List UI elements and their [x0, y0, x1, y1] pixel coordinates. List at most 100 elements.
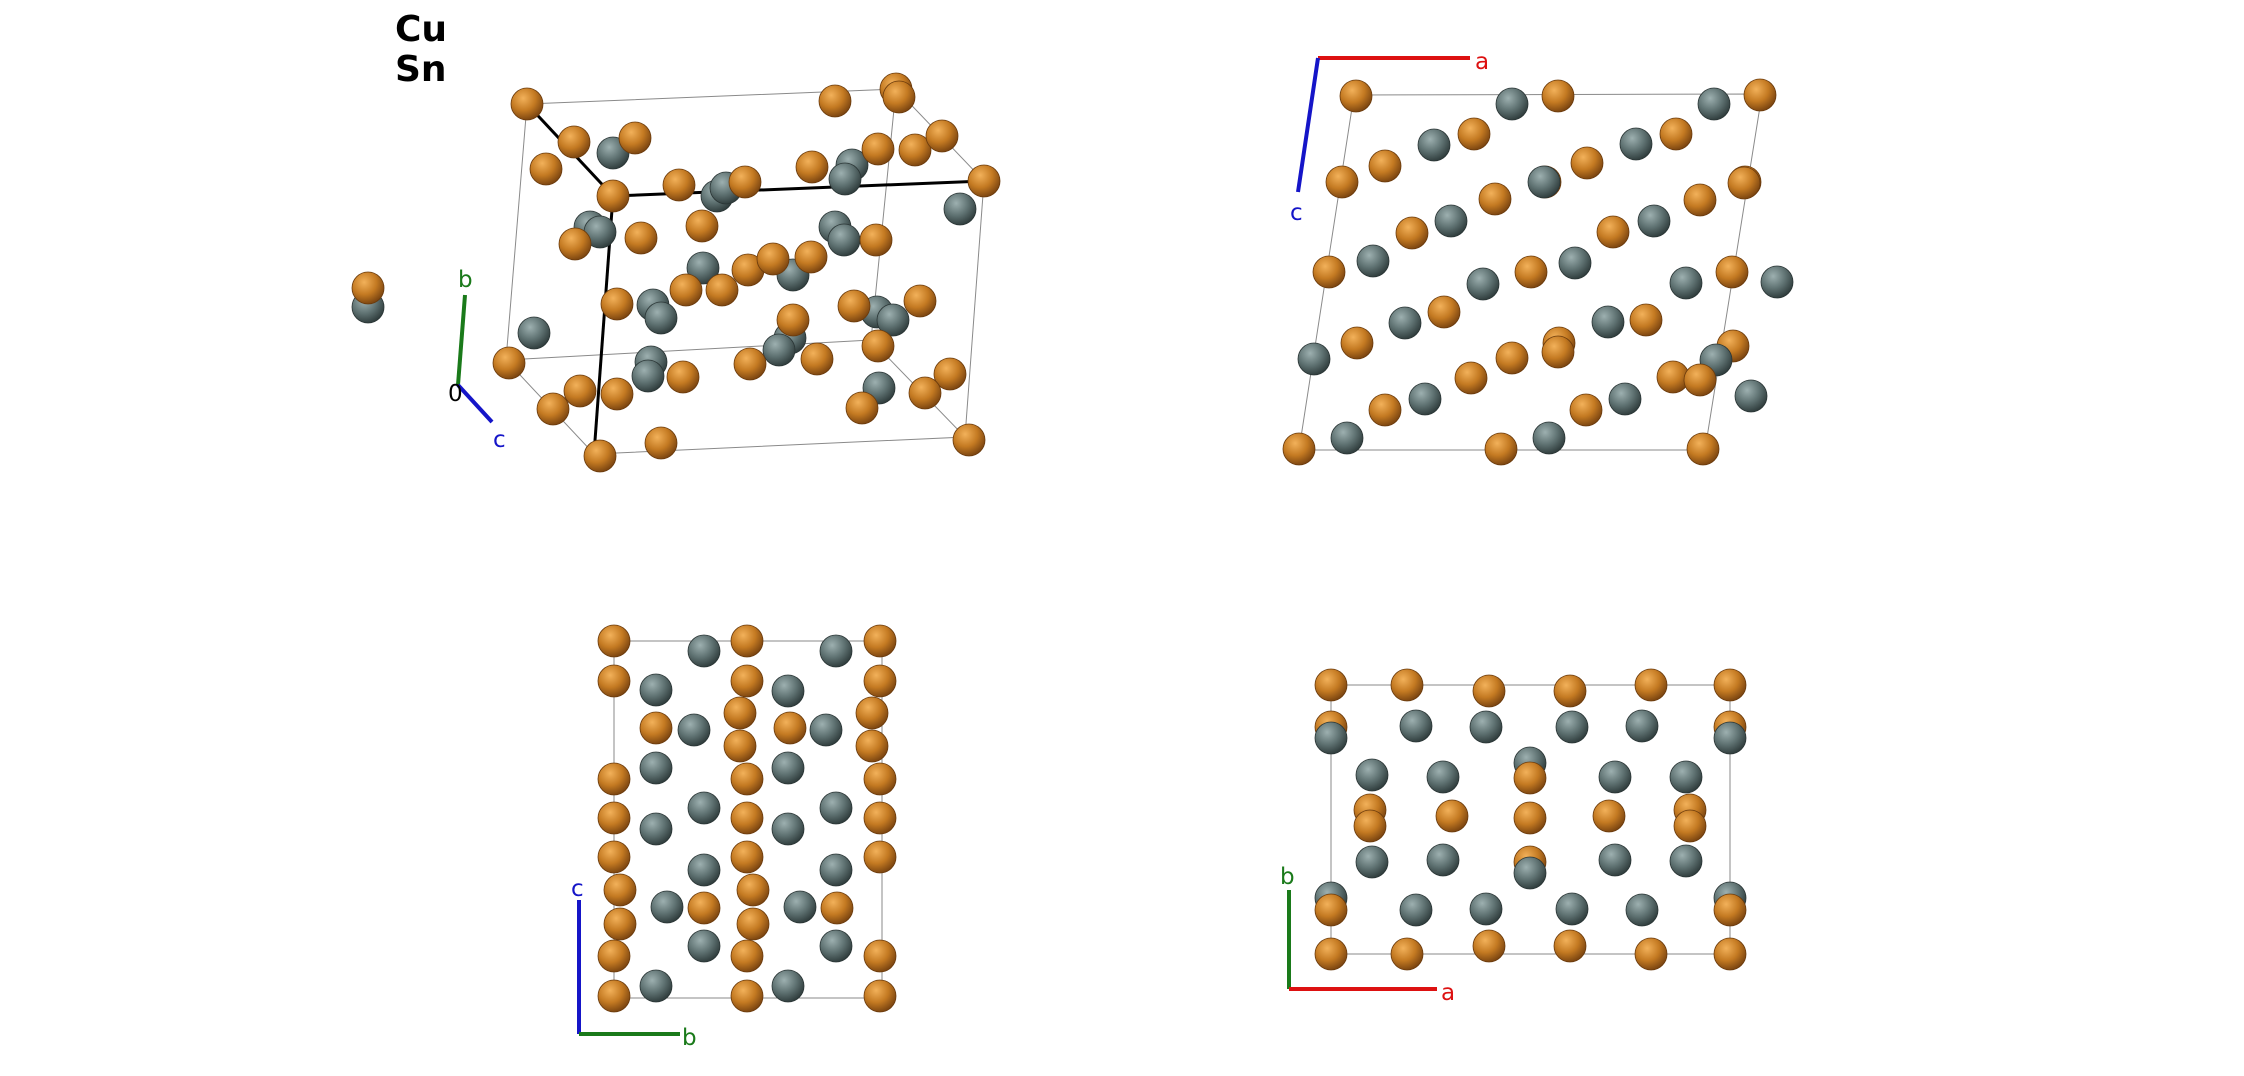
cu-atom [597, 664, 631, 698]
cu-atom [1395, 216, 1429, 250]
cu-atom [492, 346, 526, 380]
cu-atom [1312, 255, 1346, 289]
cu-atom [863, 840, 897, 874]
sn-atom [1598, 760, 1632, 794]
cu-atom [1513, 761, 1547, 795]
cu-atom [863, 979, 897, 1013]
axis-triad-view-c: b a [1280, 864, 1455, 1006]
sn-atom [1417, 128, 1451, 162]
cu-atom [1514, 255, 1548, 289]
cu-atom [618, 121, 652, 155]
cu-atom [967, 164, 1001, 198]
b-axis-label: b [682, 1025, 697, 1051]
cu-atom [730, 624, 764, 658]
cu-atom [1314, 937, 1348, 971]
cu-atom [687, 891, 721, 925]
sn-atom [1713, 721, 1747, 755]
cu-atom [603, 907, 637, 941]
cu-atom [1713, 668, 1747, 702]
cu-atom [736, 873, 770, 907]
b-axis-label: b [1280, 864, 1295, 890]
cu-atom [861, 329, 895, 363]
sn-atom [1408, 382, 1442, 416]
sn-atom [1388, 306, 1422, 340]
cu-atom [882, 80, 916, 114]
sn-atom [631, 359, 665, 393]
cu-atom [859, 223, 893, 257]
cu-atom [1634, 937, 1668, 971]
sn-atom [1434, 204, 1468, 238]
sn-atom [1356, 244, 1390, 278]
cu-atom [1673, 809, 1707, 843]
atoms-perspective [351, 72, 1001, 473]
cu-atom [685, 209, 719, 243]
cu-atom [863, 624, 897, 658]
sn-atom [1734, 379, 1768, 413]
cu-atom [1553, 674, 1587, 708]
sn-atom [819, 791, 853, 825]
panel-view-c: b a [1280, 668, 1747, 1006]
cu-atom [1686, 432, 1720, 466]
sn-atom [819, 929, 853, 963]
cu-atom [794, 240, 828, 274]
cu-atom [723, 696, 757, 730]
sn-atom [1591, 305, 1625, 339]
sn-atom [650, 890, 684, 924]
sn-atom [809, 713, 843, 747]
cu-atom [1340, 326, 1374, 360]
sn-atom [639, 969, 673, 1003]
cu-atom [863, 762, 897, 796]
cu-atom [1325, 165, 1359, 199]
cu-atom [1727, 166, 1761, 200]
c-axis-label: c [493, 427, 506, 453]
sn-atom [1426, 760, 1460, 794]
cu-atom [730, 664, 764, 698]
sn-atom [1625, 893, 1659, 927]
cu-atom [1457, 117, 1491, 151]
sn-atom [1608, 382, 1642, 416]
cu-atom [863, 801, 897, 835]
cu-atom [557, 125, 591, 159]
sn-atom [771, 674, 805, 708]
sn-atom [1558, 246, 1592, 280]
cu-atom [1683, 363, 1717, 397]
panel-perspective: b c 0 [351, 72, 1001, 473]
sn-atom [771, 812, 805, 846]
cu-atom [1472, 929, 1506, 963]
cu-atom [837, 289, 871, 323]
sn-atom [687, 634, 721, 668]
cu-atom [1495, 341, 1529, 375]
legend-cu: Cu [395, 9, 448, 50]
sn-atom [1555, 710, 1589, 744]
cu-atom [1541, 79, 1575, 113]
cu-atom [1659, 117, 1693, 151]
cu-atom [529, 152, 563, 186]
cu-atom [1427, 295, 1461, 329]
atoms-view-a [597, 624, 897, 1013]
cu-atom [597, 979, 631, 1013]
sn-atom [1355, 758, 1389, 792]
cu-atom [723, 729, 757, 763]
cu-atom [1570, 146, 1604, 180]
cu-atom [1683, 183, 1717, 217]
sn-atom [783, 890, 817, 924]
cu-atom [903, 284, 937, 318]
cu-atom [733, 347, 767, 381]
cu-atom [1713, 937, 1747, 971]
sn-atom [1532, 421, 1566, 455]
cu-atom [583, 439, 617, 473]
c-axis-label: c [571, 876, 584, 902]
sn-atom [876, 303, 910, 337]
sn-atom [677, 713, 711, 747]
cu-atom [1715, 255, 1749, 289]
sn-atom [1619, 127, 1653, 161]
sn-atom [517, 316, 551, 350]
cu-atom [818, 84, 852, 118]
cu-atom [952, 423, 986, 457]
cu-atom [705, 273, 739, 307]
cu-atom [597, 840, 631, 874]
cu-atom [1435, 799, 1469, 833]
cu-atom [855, 729, 889, 763]
cu-atom [1339, 79, 1373, 113]
sn-atom [1625, 709, 1659, 743]
